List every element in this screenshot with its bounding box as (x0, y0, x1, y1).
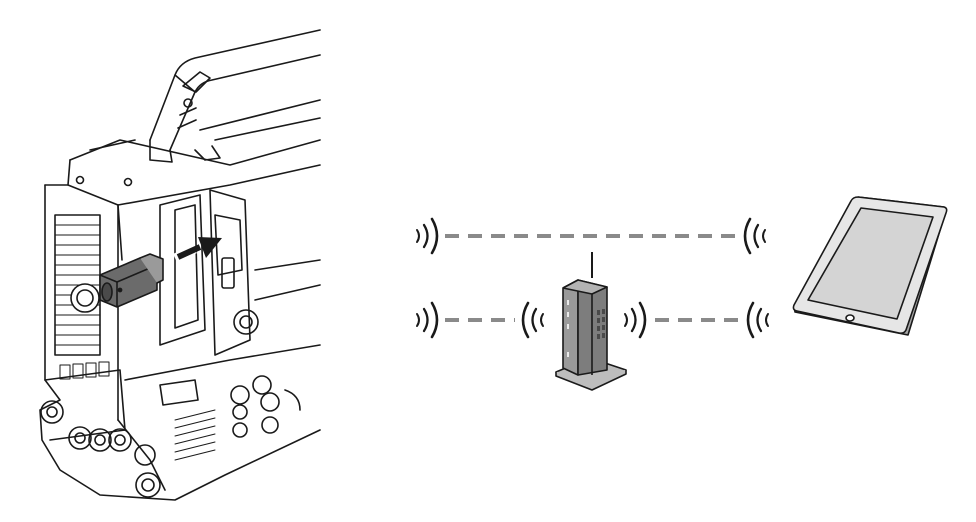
signal-out-icon (416, 301, 439, 339)
tablet-icon (792, 196, 948, 336)
usb-module-icon (99, 253, 164, 308)
signal-in-icon (521, 301, 544, 339)
insert-arrow-icon (173, 237, 222, 263)
camcorder-icon (39, 29, 321, 501)
signal-in-icon (746, 301, 769, 339)
signal-out-icon (624, 301, 647, 339)
router-icon (555, 252, 627, 391)
signal-out-icon (416, 217, 439, 255)
signal-in-icon (743, 217, 766, 255)
